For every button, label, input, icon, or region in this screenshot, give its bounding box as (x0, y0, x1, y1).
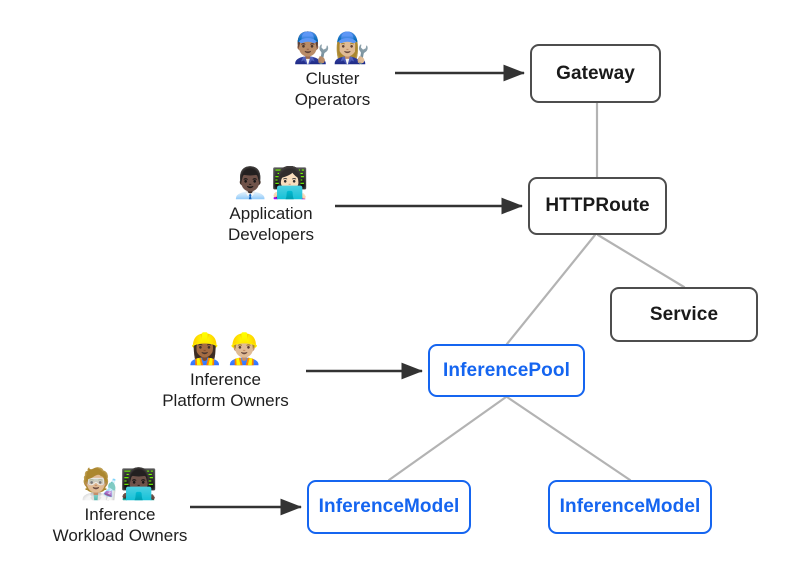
actor-label-line-1: Cluster (305, 69, 360, 88)
actor-cluster-operators: 👨🏽‍🔧👩🏼‍🔧 Cluster Operators (260, 32, 405, 110)
woman-construction-worker-icon man-construction-worker-icon: 👷🏾‍♀️👷🏼‍♂️ (186, 333, 265, 366)
edge-inferencepool-inferencemodel-2 (505, 395, 632, 482)
actor-label-line-1: Inference (190, 370, 261, 389)
edge-httproute-inferencepool (505, 233, 597, 346)
man-mechanic-icon woman-mechanic-icon: 👨🏽‍🔧👩🏼‍🔧 (293, 32, 372, 65)
actor-label-line-2: Workload Owners (52, 526, 188, 545)
actor-label-line-2: Developers (228, 225, 314, 244)
edge-httproute-service (596, 233, 686, 289)
actor-label-line-1: Inference (84, 505, 156, 524)
actor-inference-workload-owners-label: Inference Workload Owners (53, 504, 188, 546)
actor-inference-workload-owners: 🧑🏼‍🔬👨🏿‍💻 Inference Workload Owners (30, 468, 210, 546)
node-httproute[interactable]: HTTPRoute (528, 177, 667, 235)
node-inferencemodel-1[interactable]: InferenceModel (307, 480, 471, 534)
node-service[interactable]: Service (610, 287, 758, 342)
node-gateway-label: Gateway (556, 62, 635, 84)
node-inferencemodel-2-label: InferenceModel (559, 496, 701, 517)
actor-inference-platform-owners: 👷🏾‍♀️👷🏼‍♂️ Inference Platform Owners (148, 333, 303, 411)
node-inferencemodel-2[interactable]: InferenceModel (548, 480, 712, 534)
actor-application-developers: 👨🏿‍💼👩🏻‍💻 Application Developers (196, 167, 346, 245)
node-httproute-label: HTTPRoute (545, 195, 650, 216)
man-office-worker-icon woman-technologist-icon: 👨🏿‍💼👩🏻‍💻 (231, 167, 311, 200)
actor-label-line-2: Operators (294, 90, 371, 109)
node-gateway[interactable]: Gateway (530, 44, 661, 103)
scientist-icon man-technologist-icon: 🧑🏼‍🔬👨🏿‍💻 (80, 468, 160, 501)
actor-label-line-1: Application (229, 204, 313, 223)
node-inferencemodel-1-label: InferenceModel (318, 496, 460, 517)
node-inferencepool-label: InferencePool (443, 359, 570, 381)
node-service-label: Service (649, 303, 719, 325)
actor-inference-platform-owners-label: Inference Platform Owners (162, 369, 289, 411)
actor-label-line-2: Platform Owners (162, 391, 289, 410)
actor-application-developers-label: Application Developers (228, 203, 314, 245)
node-inferencepool[interactable]: InferencePool (428, 344, 585, 397)
edge-inferencepool-inferencemodel-1 (387, 395, 508, 482)
actor-cluster-operators-label: Cluster Operators (295, 68, 371, 110)
